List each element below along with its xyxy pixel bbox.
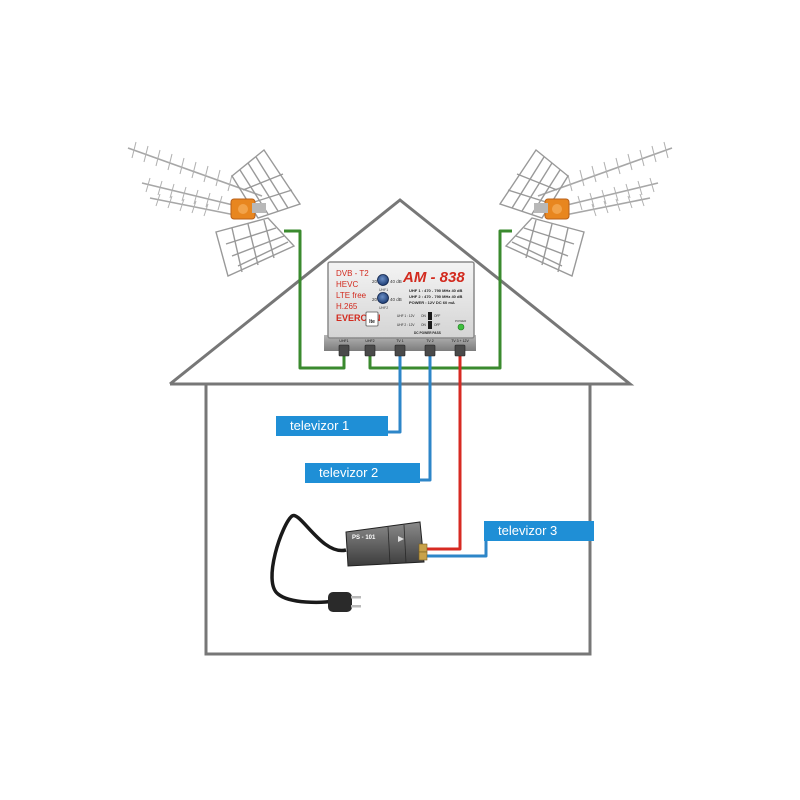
antenna-cable-uhf2 (368, 229, 512, 370)
knob1-max-label: 40 dB (390, 279, 402, 284)
port-connector-tv1 (394, 344, 406, 357)
port-connector-tv2 (424, 344, 436, 357)
label-televizor-3: televizor 3 (484, 521, 594, 541)
power-supply-ps101: PS - 101 (270, 513, 428, 612)
knob1-min-label: 20 (372, 279, 378, 284)
gain-knob-uhf2[interactable] (377, 292, 389, 304)
knob2-min-label: 20 (372, 297, 378, 302)
antenna-left (127, 141, 302, 277)
psu-connector-out (418, 543, 428, 553)
feature-h265: H.265 (336, 302, 358, 311)
svg-text:lte: lte (369, 319, 375, 325)
knob2-max-label: 40 dB (390, 297, 402, 302)
lte-badge: lte (365, 311, 379, 327)
port-label-tv1: TV 1 (396, 339, 403, 343)
brand-name: EVERCON (336, 313, 381, 323)
switch2-label: UHF 2 : 12V (397, 323, 415, 327)
switch1-on: ON (421, 314, 426, 318)
amplifier-model: AM - 838 (402, 269, 465, 286)
power-cord (270, 513, 347, 605)
switch1-off: OFF (434, 314, 440, 318)
tv2-cable (390, 354, 432, 482)
port-connector-uhf2 (364, 344, 376, 357)
switch-uhf2[interactable] (428, 321, 432, 329)
switch1-label: UHF 1 : 12V (397, 314, 415, 318)
feature-dvb-t2: DVB - T2 (336, 269, 369, 278)
psu-model: PS - 101 (352, 535, 376, 541)
port-label-uhf2: UHF2 (365, 339, 374, 343)
power-led-label: POWER (455, 319, 467, 323)
switch2-on: ON (421, 323, 426, 327)
tv3-cable-blue (424, 540, 488, 558)
antenna-cable-uhf1 (284, 229, 346, 370)
power-led (457, 323, 465, 331)
gain-knob-uhf1[interactable] (377, 274, 389, 286)
port-label-tv2: TV 2 (426, 339, 433, 343)
power-cable (424, 354, 462, 551)
knob1-name: UHF1 (379, 288, 388, 292)
knob2-name: UHF2 (379, 306, 388, 310)
psu-connector-tv (418, 551, 428, 561)
dc-power-pass-label: DC POWER PASS (414, 331, 441, 335)
label-televizor-1: televizor 1 (276, 416, 388, 436)
spec-uhf1: UHF 1 : 470 - 790 MHz 40 dB (409, 288, 462, 293)
port-label-uhf1: UHF1 (339, 339, 348, 343)
port-connector-tv3 (454, 344, 466, 357)
feature-hevc: HEVC (336, 280, 358, 289)
label-televizor-2: televizor 2 (305, 463, 420, 483)
euro-plug (328, 592, 361, 612)
spec-power: POWER : 12V DC 60 mA (409, 300, 455, 305)
switch-uhf1[interactable] (428, 312, 432, 320)
port-connector-uhf1 (338, 344, 350, 357)
port-label-tv3: TV 3 + 12V (451, 339, 469, 343)
antenna-mount-left (230, 198, 266, 220)
feature-lte-free: LTE free (336, 291, 367, 300)
antenna-right (498, 141, 673, 277)
spec-uhf2: UHF 2 : 470 - 790 MHz 40 dB (409, 294, 462, 299)
antenna-mount-right (534, 198, 570, 220)
amplifier-am838: DVB - T2 HEVC LTE free H.265 EVERCON AM … (324, 261, 476, 357)
switch2-off: OFF (434, 323, 440, 327)
